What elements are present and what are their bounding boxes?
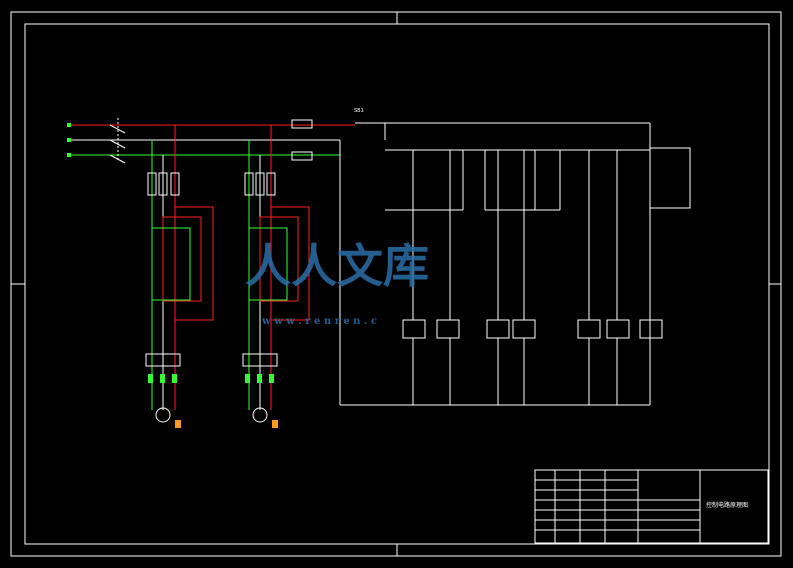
- control-fuses: [291, 119, 313, 161]
- drawing-frame: [10, 11, 782, 557]
- input-terminals: [67, 123, 71, 157]
- drawing-title: 控制电路原理图: [706, 502, 749, 509]
- main-switch: [109, 118, 126, 164]
- control-circuit: [339, 123, 691, 406]
- watermark-text: 人人文库: [245, 239, 429, 293]
- motor-branch-2: [242, 125, 310, 428]
- title-block: [534, 469, 769, 544]
- supply-lines: [70, 122, 650, 156]
- sb1-label: SB1: [354, 108, 364, 114]
- watermark-url: w w w . r e n r e n . c: [262, 316, 377, 327]
- motor-branch-1: [145, 125, 214, 428]
